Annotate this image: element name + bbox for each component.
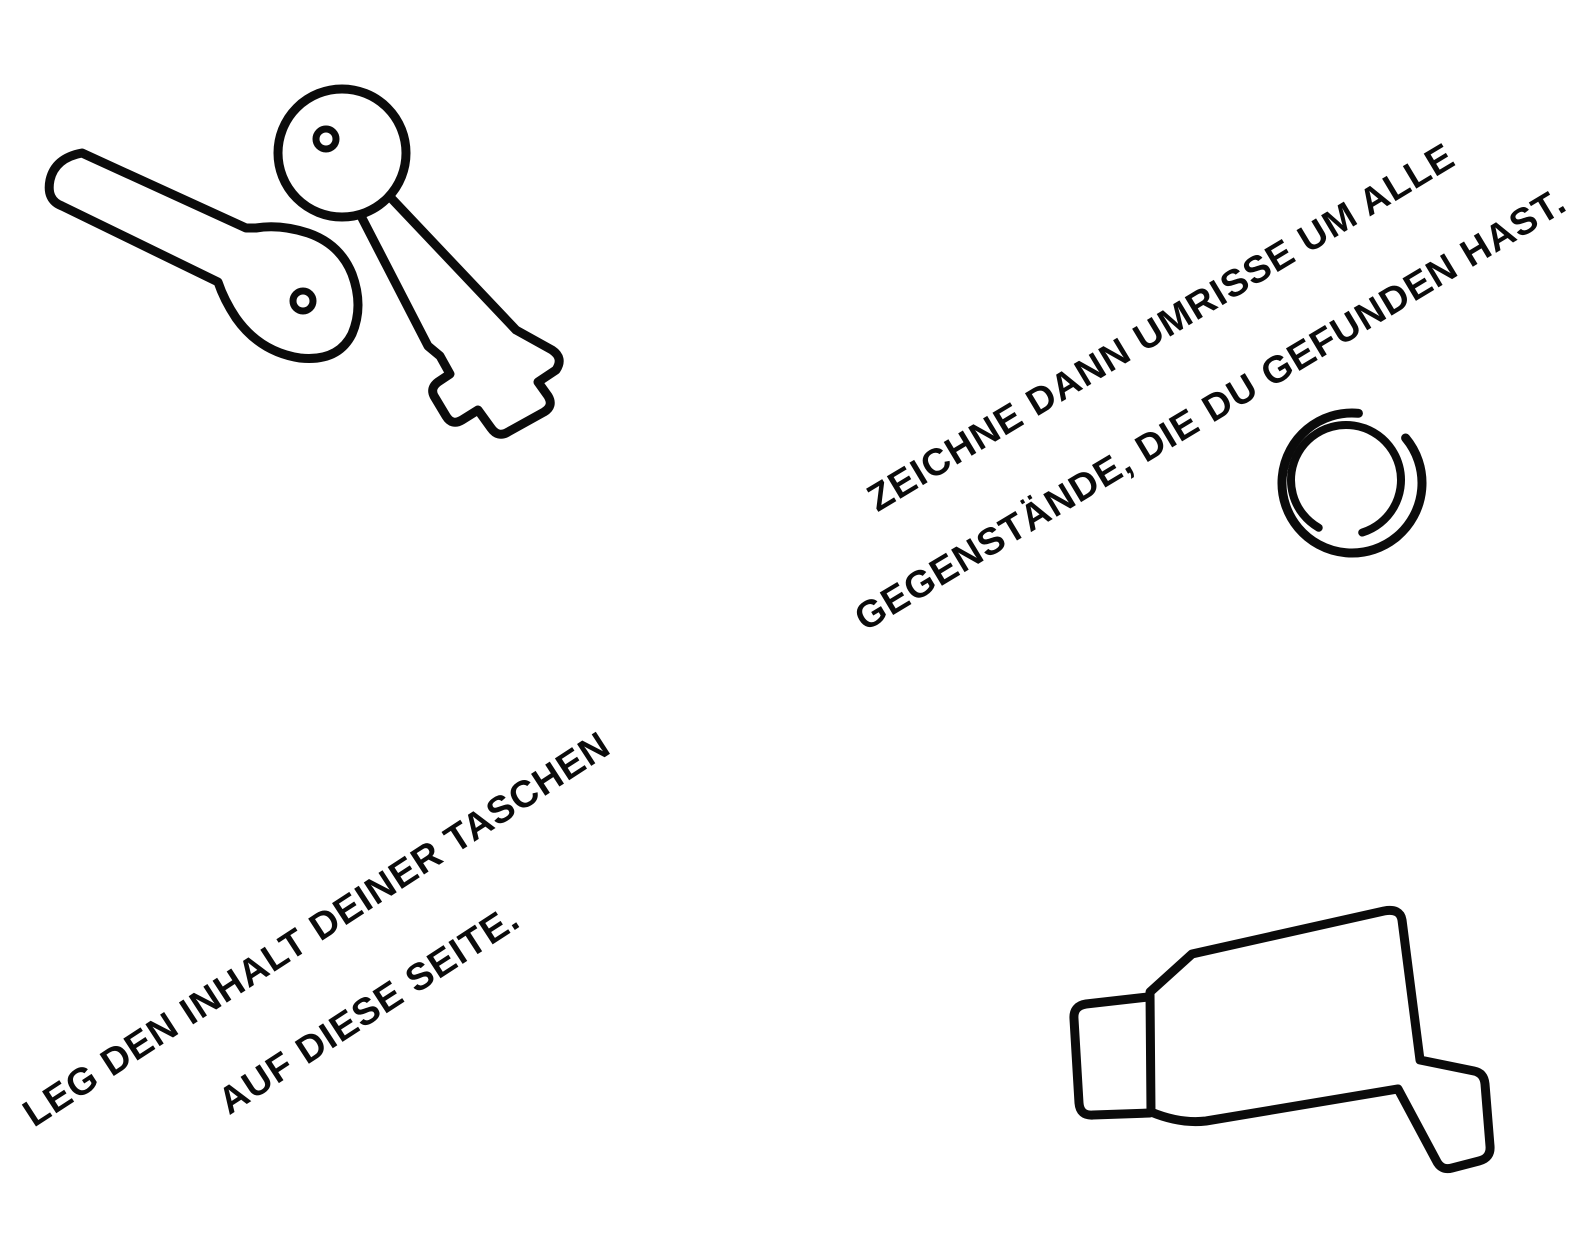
round-head-key-outline-icon: [273, 84, 564, 439]
flat-key-body-path: [44, 148, 363, 363]
coin-inner-circle: [1287, 421, 1405, 539]
traced-object-tab-path: [1069, 992, 1155, 1120]
traced-object-outline-icon: [1069, 905, 1495, 1174]
flat-key-outline-icon: [44, 148, 363, 363]
flat-key-hole: [289, 287, 317, 315]
round-key-hole: [312, 125, 340, 153]
coin-outer-circle: [1277, 408, 1427, 558]
traced-object-body-path: [1145, 905, 1495, 1174]
round-key-head: [273, 84, 411, 222]
round-key-shaft-path: [357, 194, 564, 439]
coin-circle-outline-icon: [1277, 408, 1427, 558]
